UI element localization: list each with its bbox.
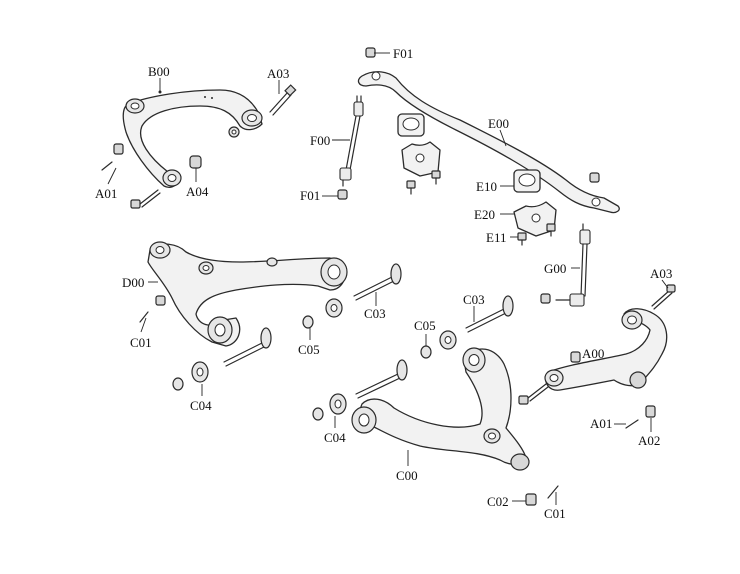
label-a01-right: A01	[590, 416, 612, 431]
nut-g00	[540, 293, 551, 304]
pin-a01-right	[625, 419, 639, 429]
bolt-a03-top	[269, 84, 297, 116]
nut-f01-top	[365, 47, 376, 58]
bolt-e00-left-2	[431, 170, 441, 185]
lower-control-arm-c00	[351, 347, 530, 471]
label-a03-right: A03	[650, 266, 672, 281]
label-c04-left: C04	[190, 398, 212, 413]
label-c01-left: C01	[130, 335, 152, 350]
label-c02: C02	[487, 494, 509, 509]
bracket-e00-left	[401, 141, 441, 177]
stabilizer-link-f00	[339, 95, 364, 187]
label-c01-right: C01	[544, 506, 566, 521]
bolt-c03-right	[465, 295, 514, 333]
bolt-e20-right	[546, 223, 556, 237]
bushing-c04-right	[329, 393, 347, 415]
bolt-d00-bottom	[223, 327, 272, 367]
upper-control-arm-b00	[122, 89, 263, 188]
washer-c04-left	[172, 377, 184, 391]
stabilizer-link-g00	[555, 223, 591, 307]
label-d00: D00	[122, 275, 144, 290]
label-f01-top: F01	[393, 46, 413, 61]
nut-a00-left	[570, 351, 581, 363]
label-c04-right: C04	[324, 430, 346, 445]
bushing-c05-left	[325, 298, 343, 318]
label-e10: E10	[476, 179, 497, 194]
pin-a01-left	[101, 143, 124, 171]
nut-f01-bottom	[337, 189, 348, 200]
washer-c05-left	[302, 315, 314, 329]
bushing-c04-left	[191, 361, 209, 383]
label-c05-right: C05	[414, 318, 436, 333]
bolt-e00-left-1	[406, 180, 416, 195]
nut-a04	[189, 155, 202, 169]
label-f00: F00	[310, 133, 330, 148]
label-c03-right: C03	[463, 292, 485, 307]
nut-b00-right	[228, 126, 240, 138]
label-e00: E00	[488, 116, 509, 131]
label-a03-top: A03	[267, 66, 289, 81]
bushing-e10	[513, 169, 541, 193]
washer-c04-right	[312, 407, 324, 421]
label-a01-left: A01	[95, 186, 117, 201]
leader-lines	[107, 52, 669, 505]
nut-a02	[645, 405, 656, 418]
lower-control-arm-d00	[147, 241, 348, 347]
bolt-a03-right	[651, 284, 676, 310]
label-a02: A02	[638, 433, 660, 448]
nut-d00-left	[155, 295, 166, 306]
label-f01-bottom: F01	[300, 188, 320, 203]
pin-c01-right	[547, 485, 559, 499]
bolt-a00-bottom	[518, 383, 549, 405]
washer-c05-right	[420, 345, 432, 359]
pin-c01-left	[139, 311, 149, 323]
nut-c02	[525, 493, 537, 506]
bolt-e11	[517, 232, 527, 246]
bushing-e00-left	[397, 113, 425, 137]
label-g00: G00	[544, 261, 566, 276]
upper-control-arm-a00	[544, 308, 668, 391]
label-a00: A00	[582, 346, 604, 361]
label-e11: E11	[486, 230, 506, 245]
label-b00: B00	[148, 64, 170, 79]
bolt-b00-bottom	[130, 189, 161, 209]
label-e20: E20	[474, 207, 495, 222]
bushing-c05-right	[439, 330, 457, 350]
stabilizer-bar-e00	[357, 71, 620, 214]
label-c03-left: C03	[364, 306, 386, 321]
bolt-c03-left	[353, 263, 402, 301]
bolt-c00-left	[355, 359, 408, 399]
label-c00: C00	[396, 468, 418, 483]
nut-e00-right	[589, 172, 600, 183]
label-c05-left: C05	[298, 342, 320, 357]
bracket-e20	[513, 201, 557, 237]
label-a04: A04	[186, 184, 209, 199]
